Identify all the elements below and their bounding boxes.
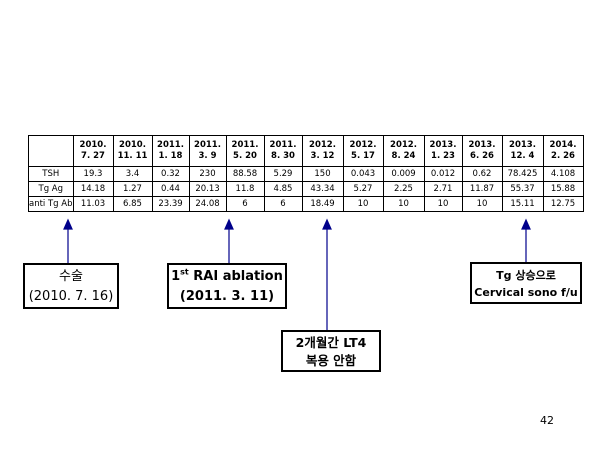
value-cell: 4.85 <box>263 181 303 197</box>
value-cell: 10 <box>382 196 425 212</box>
value-cell: 55.37 <box>501 181 544 197</box>
value-cell: 0.62 <box>461 166 503 182</box>
value-cell: 10 <box>342 196 384 212</box>
rai-ordinal-suffix: st <box>180 267 189 277</box>
value-cell: 0.043 <box>342 166 384 182</box>
value-cell: 6.85 <box>112 196 153 212</box>
arrow-tg-rise <box>521 218 531 262</box>
annotation-surgery-line2: (2010. 7. 16) <box>28 289 114 304</box>
value-cell: 0.012 <box>423 166 463 182</box>
annotation-rai-line1: 1st RAI ablation <box>169 267 285 287</box>
value-cell: 11.87 <box>461 181 503 197</box>
value-cell: 6 <box>263 196 303 212</box>
annotation-tg-line1: Tg 상승으로 <box>496 269 556 282</box>
value-cell: 230 <box>188 166 227 182</box>
rai-ordinal: 1 <box>171 269 181 284</box>
arrow-lt4 <box>322 218 332 330</box>
value-cell: 1.27 <box>112 181 153 197</box>
value-cell: 2.71 <box>423 181 463 197</box>
value-cell: 18.49 <box>301 196 344 212</box>
value-cell: 4.108 <box>542 166 584 182</box>
date-header-cell: 2013. 12. 4 <box>501 135 544 167</box>
value-cell: 14.18 <box>72 181 114 197</box>
date-header-cell: 2011. 1. 18 <box>151 135 190 167</box>
value-cell: 15.11 <box>501 196 544 212</box>
value-cell: 10 <box>461 196 503 212</box>
annotation-surgery-line1: 수술 <box>59 269 83 284</box>
value-cell: 6 <box>225 196 265 212</box>
value-cell: 23.39 <box>151 196 190 212</box>
date-header-cell: 2010. 7. 27 <box>72 135 114 167</box>
rai-label: RAI ablation <box>188 269 283 284</box>
value-cell: 11.03 <box>72 196 114 212</box>
value-cell: 5.29 <box>263 166 303 182</box>
value-cell: 0.009 <box>382 166 425 182</box>
value-cell: 5.27 <box>342 181 384 197</box>
date-header-cell: 2013. 6. 26 <box>461 135 503 167</box>
arrow-surgery <box>63 218 73 263</box>
value-cell: 20.13 <box>188 181 227 197</box>
value-cell: 78.425 <box>501 166 544 182</box>
date-header-cell: 2011. 5. 20 <box>225 135 265 167</box>
row-label-cell: anti Tg Ab <box>28 196 74 212</box>
date-header-cell: 2012. 5. 17 <box>342 135 384 167</box>
date-header-cell: 2012. 8. 24 <box>382 135 425 167</box>
value-cell: 3.4 <box>112 166 153 182</box>
annotation-rai-ablation: 1st RAI ablation (2011. 3. 11) <box>167 263 287 309</box>
value-cell: 15.88 <box>542 181 584 197</box>
annotation-surgery: 수술 (2010. 7. 16) <box>23 263 119 309</box>
value-cell: 88.58 <box>225 166 265 182</box>
value-cell: 0.32 <box>151 166 190 182</box>
date-header-cell: 2013. 1. 23 <box>423 135 463 167</box>
value-cell: 150 <box>301 166 344 182</box>
table-corner-cell <box>28 135 74 167</box>
annotation-tg-rise: Tg 상승으로 Cervical sono f/u <box>470 262 582 304</box>
value-cell: 19.3 <box>72 166 114 182</box>
date-header-cell: 2012. 3. 12 <box>301 135 344 167</box>
annotation-tg-line2: Cervical sono f/u <box>474 286 578 299</box>
annotation-lt4-stop: 2개월간 LT4 복용 안함 <box>281 330 381 372</box>
value-cell: 10 <box>423 196 463 212</box>
row-label-cell: TSH <box>28 166 74 182</box>
value-cell: 12.75 <box>542 196 584 212</box>
arrow-rai <box>224 218 234 263</box>
value-cell: 0.44 <box>151 181 190 197</box>
date-header-cell: 2014. 2. 26 <box>542 135 584 167</box>
value-cell: 43.34 <box>301 181 344 197</box>
annotation-lt4-line1: 2개월간 LT4 <box>295 335 367 350</box>
annotation-lt4-line2: 복용 안함 <box>305 353 357 368</box>
value-cell: 11.8 <box>225 181 265 197</box>
row-label-cell: Tg Ag <box>28 181 74 197</box>
value-cell: 24.08 <box>188 196 227 212</box>
page-number: 42 <box>540 414 554 427</box>
date-header-cell: 2010. 11. 11 <box>112 135 153 167</box>
date-header-cell: 2011. 3. 9 <box>188 135 227 167</box>
date-header-cell: 2011. 8. 30 <box>263 135 303 167</box>
annotation-rai-line2: (2011. 3. 11) <box>179 289 275 304</box>
value-cell: 2.25 <box>382 181 425 197</box>
